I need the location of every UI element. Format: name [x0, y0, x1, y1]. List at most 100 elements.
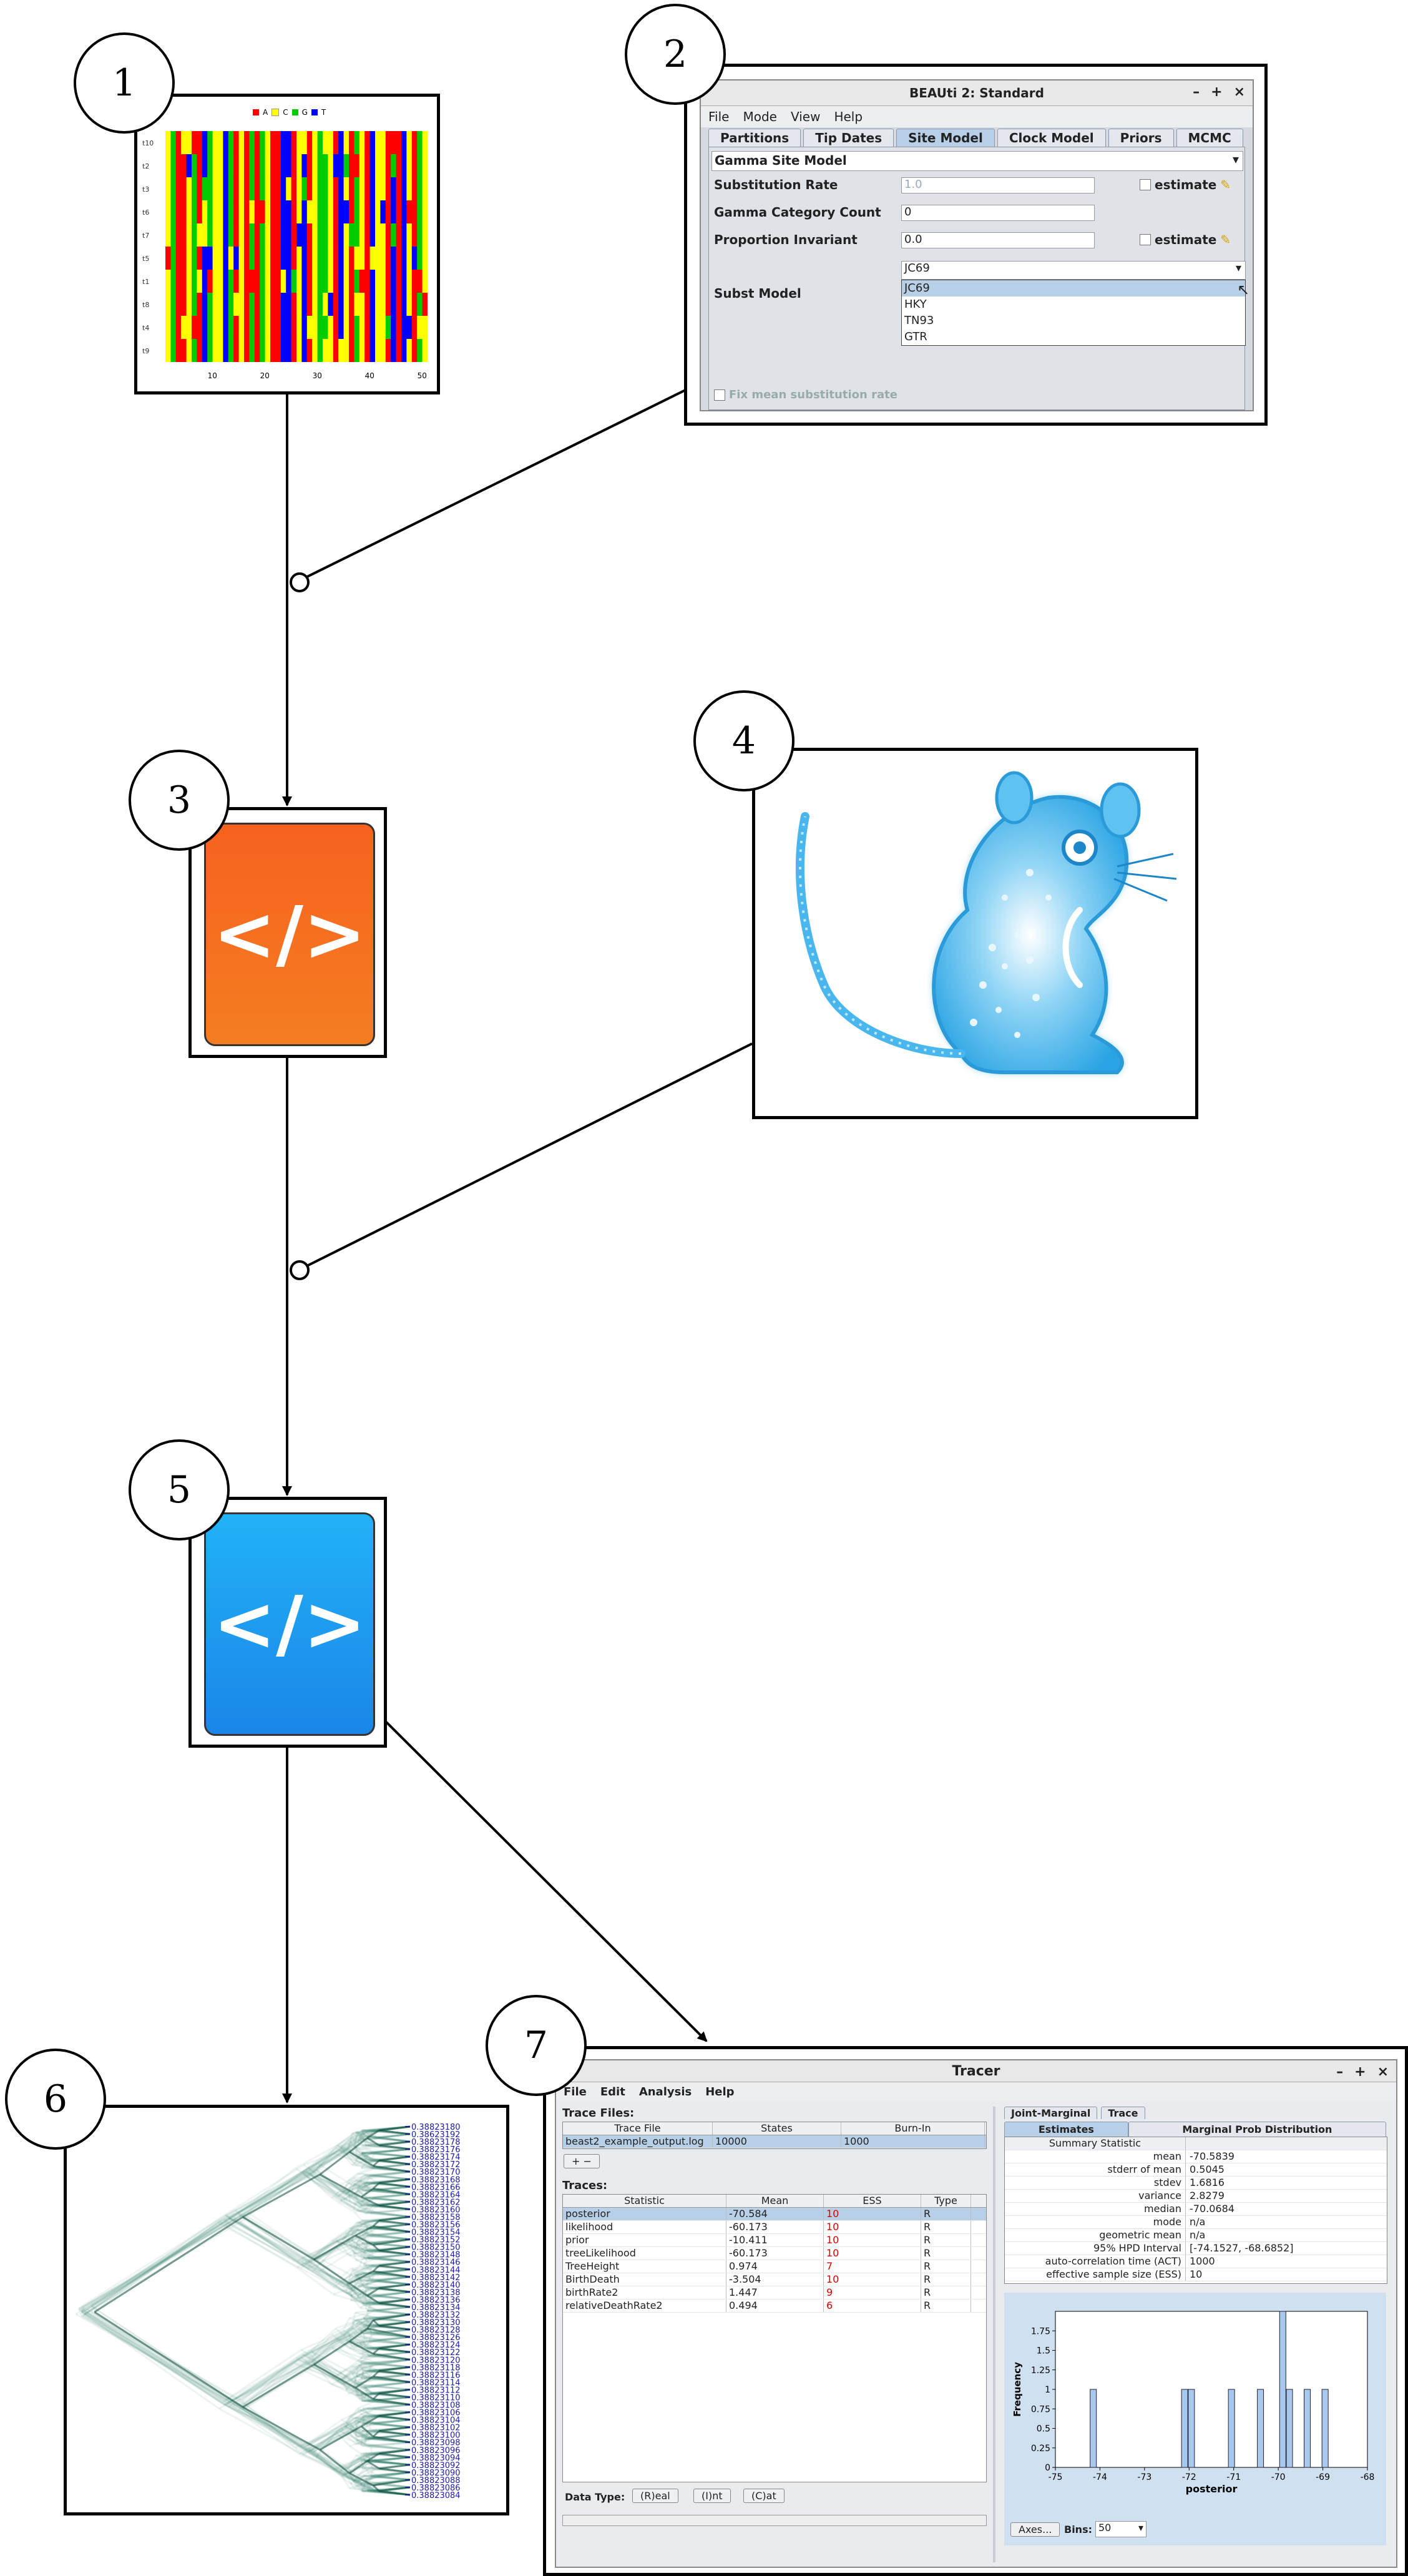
axes-button[interactable]: Axes... [1010, 2522, 1060, 2537]
tree-branch [312, 2337, 345, 2363]
menu-help[interactable]: Help [705, 2085, 735, 2099]
tree-branch [349, 2340, 374, 2355]
tab-trace[interactable]: Trace [1101, 2107, 1145, 2119]
estimate-rate-checkbox[interactable]: estimate ✎ [1140, 177, 1231, 192]
cat-button[interactable]: (C)at [743, 2489, 785, 2503]
menu-analysis[interactable]: Analysis [638, 2085, 692, 2099]
add-remove-buttons[interactable]: + − [564, 2154, 600, 2168]
minimize-button[interactable]: – [1336, 2064, 1344, 2080]
tree-branch [341, 2197, 371, 2212]
alignment-cell [328, 293, 334, 316]
tab-joint-marginal[interactable]: Joint-Marginal [1004, 2107, 1098, 2119]
bins-select[interactable]: 50▾ [1095, 2521, 1146, 2537]
substitution-rate-field[interactable]: 1.0 [901, 177, 1095, 193]
tree-branch [364, 2460, 411, 2466]
menu-edit[interactable]: Edit [600, 2085, 625, 2099]
tree-branch [351, 2132, 364, 2141]
real-button[interactable]: (R)eal [632, 2489, 678, 2503]
col-mean[interactable]: Mean [726, 2195, 824, 2207]
col-ess[interactable]: ESS [824, 2195, 921, 2207]
alignment-cell [265, 223, 271, 247]
menu-help[interactable]: Help [834, 109, 863, 124]
tab-clock-model[interactable]: Clock Model [997, 129, 1106, 147]
option-tn93[interactable]: TN93 [904, 314, 934, 327]
tab-estimates[interactable]: Estimates [1004, 2122, 1128, 2137]
menu-file[interactable]: File [564, 2085, 587, 2099]
alignment-cell [406, 293, 413, 316]
table-row[interactable]: beast2_example_output.log 10000 1000 [563, 2135, 986, 2148]
tree-branch [361, 2196, 380, 2206]
maximize-button[interactable]: + [1211, 84, 1223, 100]
close-button[interactable]: × [1377, 2064, 1389, 2080]
maximize-button[interactable]: + [1354, 2064, 1366, 2080]
pencil-icon[interactable]: ✎ [1220, 177, 1231, 192]
tree-branch [351, 2267, 369, 2276]
col-statistic[interactable]: Statistic [563, 2195, 726, 2207]
tab-partitions[interactable]: Partitions [708, 129, 801, 147]
tree-branch [363, 2317, 371, 2325]
tree-branch [360, 2443, 411, 2451]
pane-divider[interactable] [993, 2107, 995, 2562]
pencil-icon[interactable]: ✎ [1220, 232, 1231, 247]
tab-site-model[interactable]: Site Model [896, 129, 995, 147]
option-gtr[interactable]: GTR [904, 330, 927, 343]
tree-branch [379, 2283, 411, 2290]
tree-branch [358, 2458, 411, 2466]
alignment-cell [175, 154, 182, 178]
subst-model-select[interactable]: JC69 ▾ [901, 261, 1246, 280]
alignment-cell [354, 223, 360, 247]
estimate-invariant-checkbox[interactable]: estimate ✎ [1140, 232, 1231, 247]
alignment-cell [165, 154, 171, 178]
alignment-cell [244, 177, 250, 201]
col-type[interactable]: Type [921, 2195, 971, 2207]
tree-branch [373, 2419, 411, 2425]
tab-marginal-prob[interactable]: Marginal Prob Distribution [1128, 2122, 1386, 2137]
col-trace-file[interactable]: Trace File [563, 2122, 713, 2135]
tree-branch [354, 2475, 364, 2485]
tree-branch [319, 2173, 362, 2198]
tree-branch [227, 2359, 305, 2404]
menu-file[interactable]: File [708, 109, 730, 124]
tree-branch [368, 2445, 411, 2451]
tree-branch [370, 2454, 379, 2462]
menu-view[interactable]: View [790, 109, 821, 124]
tab-mcmc[interactable]: MCMC [1176, 129, 1243, 147]
tab-tip-dates[interactable]: Tip Dates [803, 129, 894, 147]
tree-branch [367, 2404, 411, 2410]
option-jc69[interactable]: JC69 [902, 280, 1245, 296]
fix-mean-checkbox[interactable]: Fix mean substitution rate [714, 388, 897, 401]
tree-branch [359, 2220, 375, 2227]
tree-branch [343, 2221, 361, 2238]
tree-branch [366, 2251, 374, 2259]
int-button[interactable]: (I)nt [693, 2489, 731, 2503]
tree-branch [378, 2456, 411, 2462]
tree-branch [349, 2407, 368, 2417]
col-states[interactable]: States [713, 2122, 841, 2135]
tree-branch [81, 2215, 243, 2313]
tab-priors[interactable]: Priors [1108, 129, 1174, 147]
menu-mode[interactable]: Mode [743, 109, 777, 124]
tree-branch [295, 2446, 345, 2471]
alignment-cell [280, 293, 286, 316]
alignment-cell [192, 223, 197, 247]
minimize-button[interactable]: – [1193, 84, 1200, 100]
tree-branch [368, 2358, 411, 2364]
tree-branch [371, 2475, 411, 2481]
gamma-count-field[interactable]: 0 [901, 205, 1095, 221]
tree-branch [233, 2162, 318, 2211]
prop-invariant-field[interactable]: 0.0 [901, 232, 1095, 248]
tree-branch [364, 2131, 374, 2139]
option-hky[interactable]: HKY [904, 298, 927, 311]
alignment-cell [301, 154, 308, 178]
col-burn-in[interactable]: Burn-In [841, 2122, 985, 2135]
site-model-select[interactable]: Gamma Site Model ▾ [711, 151, 1243, 171]
close-button[interactable]: × [1233, 84, 1245, 100]
